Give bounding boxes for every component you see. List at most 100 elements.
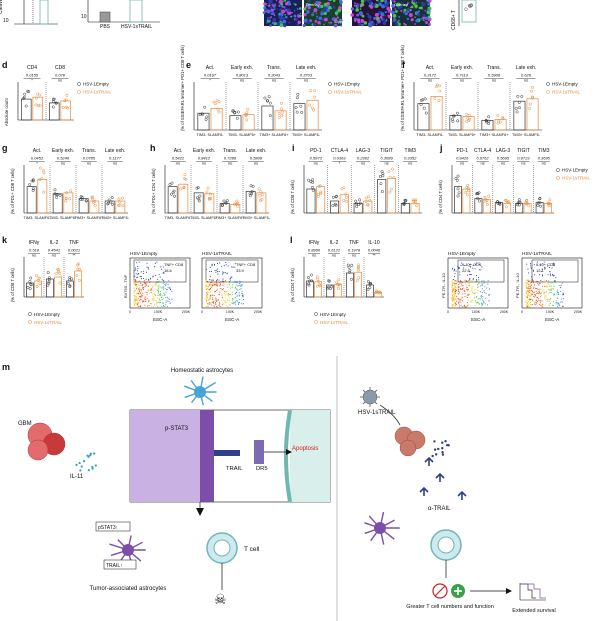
flow-event [154, 282, 156, 285]
point-f [452, 114, 456, 118]
point-g [118, 203, 122, 207]
flow-event [138, 261, 140, 263]
flow-event [474, 263, 477, 265]
micro-dot [275, 0, 278, 2]
flow-event [468, 279, 471, 281]
micro-dot [367, 14, 372, 19]
flow-event [544, 304, 546, 306]
micro-dot [410, 18, 414, 22]
flow-event [140, 304, 142, 307]
point-d [24, 104, 28, 108]
flow-event [134, 304, 136, 307]
point-f [516, 94, 520, 98]
flow-event [479, 291, 481, 293]
flow-event [555, 280, 557, 282]
sig-j: ns [521, 161, 525, 166]
point-k [70, 277, 74, 281]
flow-event [461, 288, 463, 290]
flow-event [458, 291, 460, 293]
point-k [77, 278, 81, 282]
flow-xlabel: SSC-A [545, 317, 560, 323]
flow-event [209, 270, 211, 273]
micro-dot [306, 20, 311, 24]
flow-event [163, 281, 166, 283]
group-label-f: Late exh. [516, 65, 537, 71]
flow-event [525, 301, 527, 304]
flow-event [531, 299, 533, 301]
flow-event [529, 297, 531, 300]
point-i [381, 172, 385, 176]
bar-j [515, 203, 524, 214]
flow-event [219, 302, 221, 304]
micro-dot [354, 19, 357, 23]
micro-dot [316, 15, 318, 18]
flow-event [234, 263, 236, 265]
sig-h: ns [228, 161, 232, 166]
bar-f [462, 116, 475, 131]
flow-event [161, 287, 163, 289]
flow-event [231, 266, 233, 268]
point-g [69, 189, 73, 193]
flow-event [218, 279, 220, 281]
flow-event [481, 284, 483, 286]
flow-event [536, 288, 538, 290]
point-g [110, 202, 114, 206]
top-axis-tick: 10 [3, 18, 9, 24]
panel-ylabel-f: (% of SSIEFARL tetramer+ PD1+ CD8 T cell… [400, 45, 405, 131]
flow-event [547, 280, 549, 283]
flow-event [212, 301, 214, 303]
flow-event [238, 302, 240, 304]
point-h [220, 204, 224, 208]
pvalue-d: 0.078 [55, 73, 66, 78]
flow-event [208, 303, 210, 305]
flow-event [531, 289, 533, 291]
flow-event [534, 293, 536, 295]
bar-l [366, 284, 374, 298]
flow-event [206, 295, 208, 297]
flow-event [212, 279, 214, 281]
point-e [200, 112, 204, 116]
flow-event [139, 289, 141, 291]
point-e [308, 103, 312, 107]
flow-event [472, 277, 474, 280]
flow-event [209, 303, 211, 305]
point-e [212, 100, 216, 104]
flow-event [533, 291, 535, 293]
legend-dot-trail-k [28, 320, 32, 324]
flow-event [488, 294, 490, 296]
flow-event [534, 303, 536, 305]
flow-event [217, 273, 219, 275]
flow-event [544, 285, 546, 287]
flow-xlabel: SSC-A [471, 317, 486, 323]
point-h [171, 191, 175, 195]
flow-event [144, 297, 146, 299]
flow-event [539, 293, 541, 295]
flow-event [144, 298, 146, 300]
point-k [55, 272, 59, 275]
pvalue-e: 0.2043 [268, 73, 281, 78]
micro-dot [323, 2, 328, 7]
flow-event [205, 281, 208, 283]
flow-event [219, 306, 221, 308]
flow-event [476, 284, 479, 286]
flow-event [238, 303, 240, 306]
flow-event [452, 279, 454, 281]
flow-gate-label: IL10+ CD4 [462, 262, 482, 267]
flow-event [548, 280, 550, 282]
sig-i: * [339, 161, 341, 166]
point-h [224, 201, 228, 205]
point-i [364, 200, 368, 204]
flow-event [453, 287, 456, 289]
flow-event [553, 263, 555, 265]
flow-event [485, 292, 487, 295]
flow-event [225, 264, 227, 266]
flow-event [159, 294, 161, 296]
bar-f [526, 98, 539, 131]
pvalue-g: 0.1177 [109, 156, 122, 161]
point-e [217, 110, 221, 114]
point-l [309, 273, 313, 277]
flow-event [540, 292, 542, 294]
flow-event [475, 296, 478, 298]
group-label-i: TIGIT [380, 148, 393, 154]
flow-event [169, 289, 172, 291]
